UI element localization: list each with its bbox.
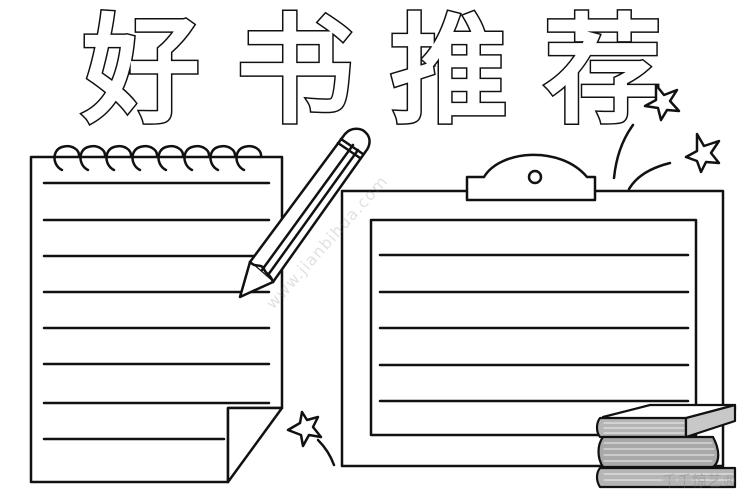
- sparkle-line: [316, 438, 336, 467]
- star-icon-top: [643, 83, 681, 122]
- sparkle-line: [627, 161, 672, 191]
- watermark-logo: 千千惊艺®: [662, 472, 738, 490]
- title-char-tui: 推: [388, 2, 509, 140]
- star-icon-bottom: [286, 410, 323, 448]
- notebook-icon: [29, 145, 284, 484]
- title-char-jian: 荐: [542, 2, 663, 140]
- pencil-icon: [238, 127, 371, 299]
- spiral-rings: [53, 145, 263, 172]
- title-lettering: 好 书 推 荐: [80, 2, 663, 140]
- title-char-shu: 书: [234, 2, 355, 140]
- title-char-hao: 好: [80, 2, 201, 140]
- book-page-lines: [603, 422, 734, 481]
- sparkle-line: [612, 123, 635, 180]
- star-icon-right: [684, 132, 721, 174]
